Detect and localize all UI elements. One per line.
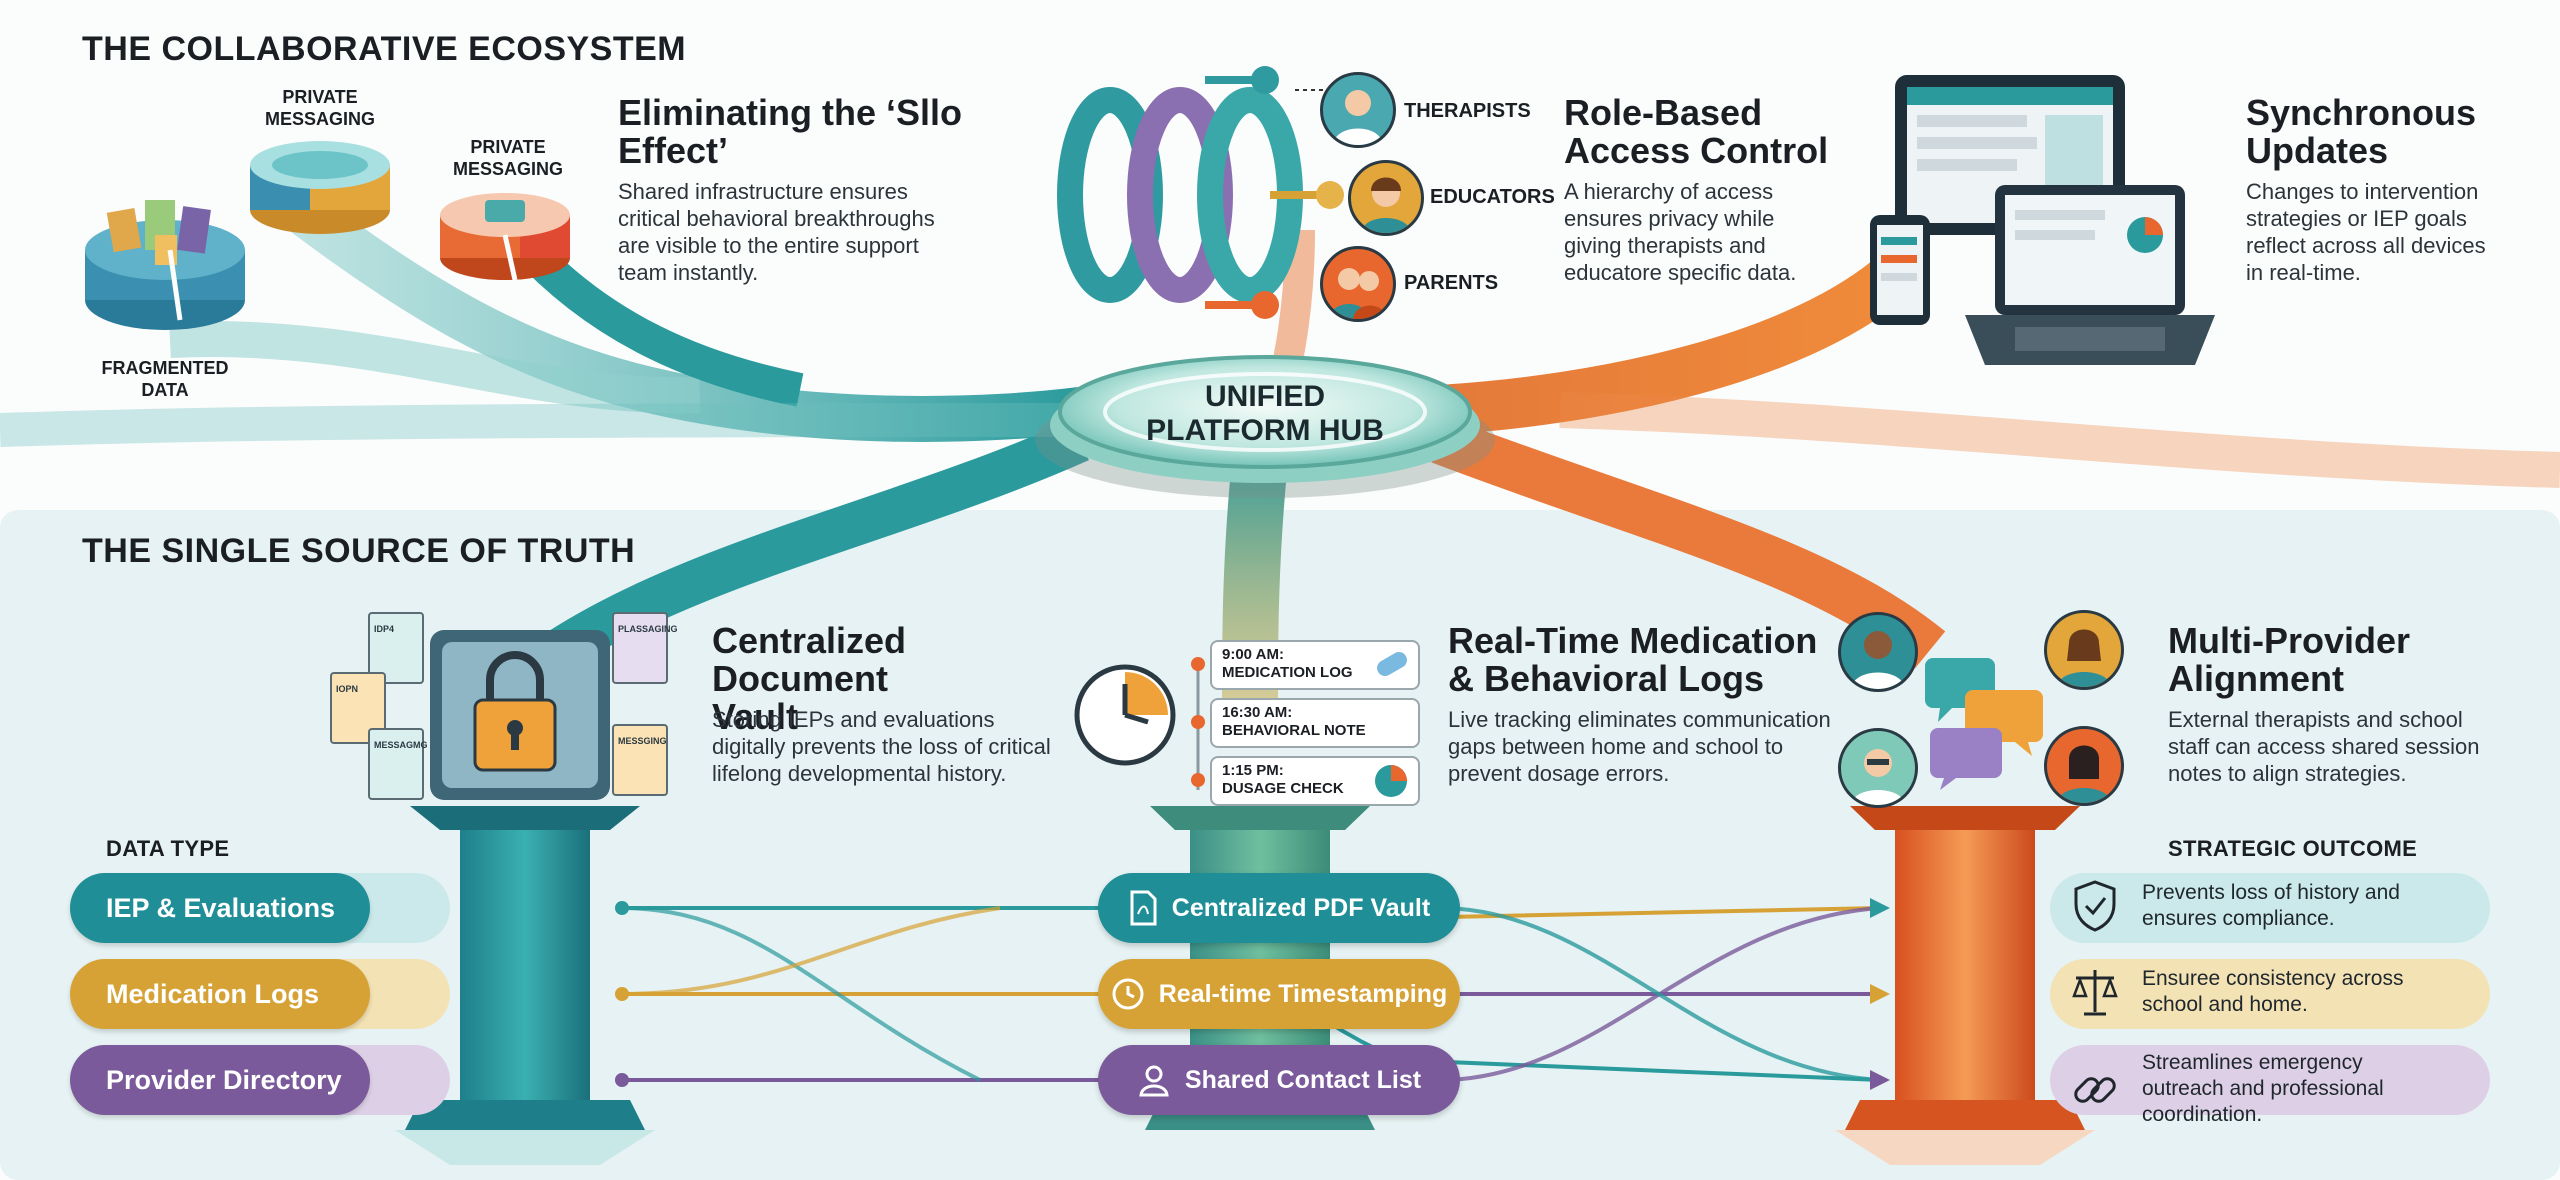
provider-avatar-4: [2044, 726, 2124, 806]
key-icon-middle: [1270, 181, 1344, 209]
provider-avatar-3: [1838, 728, 1918, 808]
middle-label: Centralized PDF Vault: [1171, 893, 1431, 922]
feature-title-silo: Eliminating the ‘Sllo Effect’: [618, 92, 963, 171]
outcome-row-3: Streamlines emergency outreach and profe…: [2070, 1050, 2442, 1128]
private-messaging-label-2: PRIVATE MESSAGING: [452, 137, 563, 179]
private-messaging-silo-1-icon: [250, 141, 390, 234]
key-icon-bottom: [1205, 291, 1279, 319]
role-educators: EDUCATORS: [1430, 186, 1555, 208]
educator-avatar: [1348, 160, 1424, 236]
data-type-medication-logs: Medication Logs: [70, 959, 370, 1029]
outcome-lane-2: [2050, 959, 2490, 1029]
section-title-single-source: THE SINGLE SOURCE OF TRUTH: [82, 532, 636, 570]
hub-label: UNIFIED PLATFORM HUB: [1100, 380, 1430, 448]
provider-avatar-2: [2044, 610, 2124, 690]
pie-icon: [1375, 765, 1407, 797]
log-time: 1:15 PM:: [1222, 762, 1284, 779]
middle-shared-contact-list: Shared Contact List: [1098, 1045, 1460, 1115]
outcome-lane-3: [2050, 1045, 2490, 1115]
outcome-text: Ensuree consistency across school and ho…: [2142, 967, 2404, 1016]
log-time: 16:30 AM:: [1222, 704, 1293, 721]
shield-icon: [2074, 880, 2116, 932]
data-type-label: Provider Directory: [106, 1064, 342, 1095]
feature-desc-silo: Shared infrastructure ensures critical b…: [618, 179, 935, 285]
person-icon: [1139, 1065, 1169, 1097]
data-type-label: IEP & Evaluations: [106, 892, 336, 923]
feature-title-sync: Synchronous Updates: [2246, 92, 2477, 171]
log-label: BEHAVIORAL NOTE: [1222, 722, 1366, 739]
log-label: DUSAGE CHECK: [1222, 780, 1344, 797]
synced-devices-icon: [1870, 75, 2215, 365]
middle-label: Real-time Timestamping: [1158, 979, 1448, 1008]
role-therapists: THERAPISTS: [1404, 100, 1531, 122]
feature-desc-logs: Live tracking eliminates communication g…: [1448, 707, 1831, 786]
outcome-text: Prevents loss of history and ensures com…: [2142, 881, 2400, 930]
feature-desc-alignment: External therapists and school staff can…: [2168, 707, 2480, 786]
outcome-row-2: Ensuree consistency across school and ho…: [2070, 964, 2442, 1020]
pdf-file-icon: [1130, 890, 1157, 926]
clock-icon: [1074, 664, 1176, 766]
data-type-provider-directory: Provider Directory: [70, 1045, 370, 1115]
feature-desc-sync: Changes to intervention strategies or IE…: [2246, 179, 2486, 285]
section-title-collaborative: THE COLLABORATIVE ECOSYSTEM: [82, 30, 687, 68]
data-type-label: Medication Logs: [106, 978, 320, 1009]
clock-small-icon: [1112, 978, 1144, 1010]
chat-bubbles-icon: [1925, 658, 2043, 790]
outcome-row-1: Prevents loss of history and ensures com…: [2070, 878, 2442, 934]
feature-title-alignment: Multi-Provider Alignment: [2168, 620, 2411, 699]
feature-title-logs: Real-Time Medication & Behavioral Logs: [1448, 620, 1818, 699]
vault-doc-4: PLASSAGING: [612, 612, 678, 684]
private-messaging-label-1: PRIVATE MESSAGING: [264, 87, 375, 129]
log-card-behavioral: 16:30 AM: BEHAVIORAL NOTE: [1210, 698, 1420, 748]
feature-desc-access: A hierarchy of access ensures privacy wh…: [1564, 179, 1797, 285]
middle-centralized-pdf-vault: Centralized PDF Vault: [1098, 873, 1460, 943]
fragmented-data-silo-icon: [85, 200, 245, 330]
vault-doc-3: MESSAGMG: [368, 728, 428, 800]
therapist-avatar: [1320, 72, 1396, 148]
vault-doc-5: MESSGING: [612, 724, 668, 796]
hub-line-1: UNIFIED: [1205, 380, 1325, 413]
role-parents: PARENTS: [1404, 272, 1499, 294]
log-time: 9:00 AM:: [1222, 646, 1284, 663]
provider-avatar-1: [1838, 612, 1918, 692]
middle-label: Shared Contact List: [1184, 1065, 1422, 1094]
data-type-iep-evaluations: IEP & Evaluations: [70, 873, 370, 943]
private-messaging-silo-2-icon: [440, 193, 570, 281]
data-type-header: DATA TYPE: [106, 836, 230, 861]
access-rings-icon: [1057, 66, 1344, 319]
middle-real-time-timestamping: Real-time Timestamping: [1098, 959, 1460, 1029]
feature-desc-vault: Storing IEPs and evaluations digitally p…: [712, 707, 1051, 786]
log-timeline: [1191, 657, 1205, 790]
feature-title-vault: Centralized Document Vault: [712, 620, 907, 737]
link-icon: [2074, 1077, 2116, 1103]
scales-icon: [2072, 970, 2118, 1016]
pillar-right: [1835, 806, 2095, 1165]
log-label: MEDICATION LOG: [1222, 664, 1353, 681]
outcome-lane-1: [2050, 873, 2490, 943]
document-vault-icon: [430, 630, 610, 800]
key-icon-top: [1205, 66, 1279, 94]
strategic-outcome-header: STRATEGIC OUTCOME: [2168, 836, 2418, 861]
parents-avatar: [1320, 246, 1396, 322]
outcome-text: Streamlines emergency outreach and profe…: [2142, 1051, 2384, 1126]
pillar-left: [395, 806, 655, 1165]
pill-icon: [1377, 652, 1407, 676]
hub-line-2: PLATFORM HUB: [1146, 414, 1384, 447]
vault-doc-1: IDP4: [368, 612, 424, 684]
fragmented-data-label: FRAGMENTED DATA: [101, 358, 229, 400]
feature-title-access: Role-Based Access Control: [1564, 92, 1829, 171]
